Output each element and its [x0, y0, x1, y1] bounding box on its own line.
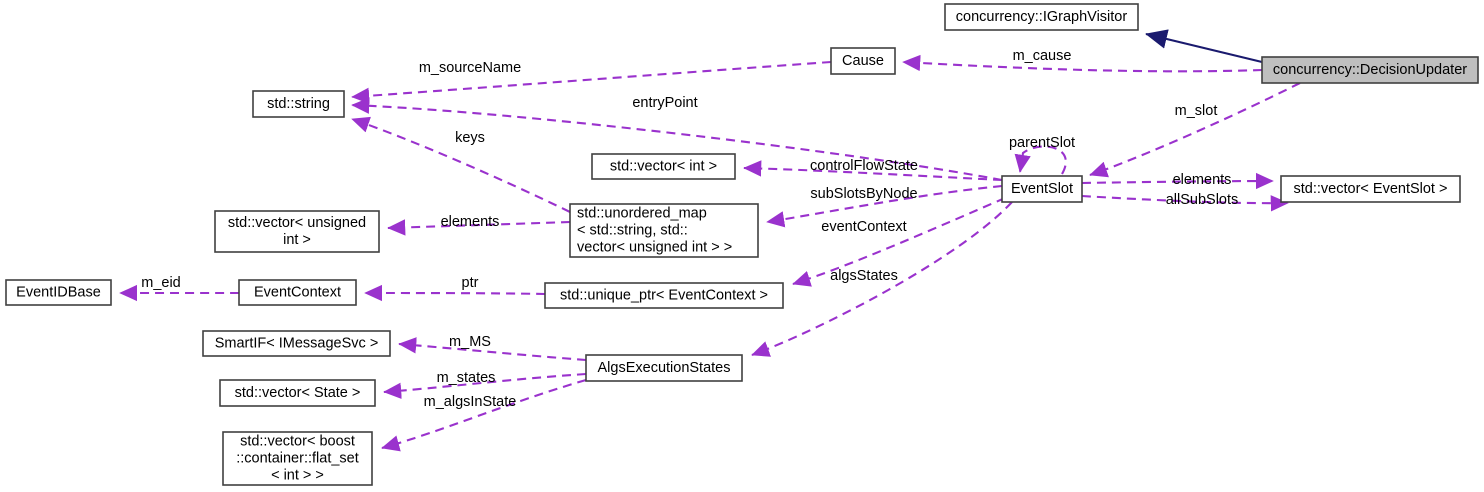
edge-label-entryPoint: entryPoint	[632, 95, 697, 111]
node-stdstring[interactable]: std::string	[252, 90, 345, 118]
node-label-decisionupdater: concurrency::DecisionUpdater	[1273, 62, 1467, 78]
edge-elements-eventslot	[1081, 172, 1274, 190]
node-box-stdstring	[252, 90, 345, 118]
edge-m-cause	[902, 54, 1263, 73]
node-vectorstate[interactable]: std::vector< State >	[219, 379, 376, 407]
node-box-unorderedmap	[569, 203, 759, 258]
node-label-eventcontext: EventContext	[254, 284, 341, 300]
edge-label-m_cause: m_cause	[1013, 48, 1072, 64]
node-box-uniqueptreventcontext	[544, 282, 784, 309]
node-uniqueptreventcontext[interactable]: std::unique_ptr< EventContext >	[544, 282, 784, 309]
edge-subslotsbynode	[766, 184, 1003, 228]
node-label-smartif: SmartIF< IMessageSvc >	[215, 335, 379, 351]
edge-entrypoint	[351, 97, 1003, 182]
node-box-smartif	[202, 330, 391, 357]
node-box-algsexecutionstates	[585, 354, 743, 382]
node-label-vectoreventslot: std::vector< EventSlot >	[1294, 181, 1448, 197]
edge-inheritance-decisionupdater-igraphvisitor	[1145, 29, 1263, 64]
node-label-igraphvisitor: concurrency::IGraphVisitor	[956, 9, 1128, 25]
edge-label-m_slot: m_slot	[1175, 103, 1218, 119]
node-label-unorderedmap: std::unordered_map	[577, 205, 707, 221]
edge-eventcontext	[792, 197, 1006, 287]
edge-label-controlFlowState: controlFlowState	[810, 158, 918, 174]
node-label-eventslot: EventSlot	[1011, 181, 1073, 197]
node-label-vectorboostflatset: std::vector< boost	[240, 433, 355, 449]
node-unorderedmap[interactable]: std::unordered_map< std::string, std::ve…	[569, 203, 759, 258]
edge-m-slot	[1089, 82, 1301, 178]
node-label-stdstring: std::string	[267, 96, 330, 112]
node-box-eventidbase	[5, 279, 112, 306]
node-label-vectorboostflatset: ::container::flat_set	[236, 450, 359, 466]
node-label-unorderedmap: vector< unsigned int > >	[577, 239, 732, 255]
edge-label-subSlotsByNode: subSlotsByNode	[810, 186, 917, 202]
node-label-vectorunsignedint: int >	[283, 232, 311, 248]
edge-allsubslots	[1081, 194, 1289, 212]
node-vectorint[interactable]: std::vector< int >	[591, 153, 736, 180]
edge-m-states	[383, 372, 587, 399]
node-label-cause: Cause	[842, 53, 884, 69]
node-algsexecutionstates[interactable]: AlgsExecutionStates	[585, 354, 743, 382]
edge-label-m_states: m_states	[437, 370, 496, 386]
edge-label-m_eid: m_eid	[141, 275, 181, 291]
edge-label-elements-unsignedint: elements	[441, 214, 500, 230]
node-box-vectoreventslot	[1280, 175, 1461, 203]
edge-labels-layer: m_cause m_sourceName entryPoint keys m_slotp…	[141, 48, 1238, 410]
edges-layer	[119, 29, 1301, 452]
nodes-layer: concurrency::IGraphVisitorconcurrency::D…	[5, 3, 1479, 486]
node-box-vectorint	[591, 153, 736, 180]
edge-controlflowstate	[743, 160, 1003, 182]
edge-label-eventContext: eventContext	[821, 219, 906, 235]
node-igraphvisitor[interactable]: concurrency::IGraphVisitor	[944, 3, 1139, 31]
node-label-vectorunsignedint: std::vector< unsigned	[228, 215, 366, 231]
edge-m-ms	[398, 337, 587, 362]
node-eventcontext[interactable]: EventContext	[238, 279, 357, 306]
node-label-eventidbase: EventIDBase	[16, 284, 101, 300]
edge-label-elements-eventslot: elements	[1173, 172, 1232, 188]
node-box-eventslot	[1001, 175, 1083, 203]
node-label-algsexecutionstates: AlgsExecutionStates	[598, 360, 731, 376]
node-box-eventcontext	[238, 279, 357, 306]
node-box-igraphvisitor	[944, 3, 1139, 31]
edge-label-m_sourceName: m_sourceName	[419, 60, 521, 76]
edge-label-ptr: ptr	[462, 275, 479, 291]
node-smartif[interactable]: SmartIF< IMessageSvc >	[202, 330, 391, 357]
node-box-cause	[830, 47, 896, 75]
edge-m-sourcename	[351, 60, 832, 104]
edge-keys	[351, 116, 571, 213]
node-label-uniqueptreventcontext: std::unique_ptr< EventContext >	[560, 287, 768, 303]
edge-elements-unsignedint	[387, 219, 571, 236]
edge-algsstates	[751, 201, 1013, 357]
node-box-vectorunsignedint	[214, 210, 380, 253]
node-vectoreventslot[interactable]: std::vector< EventSlot >	[1280, 175, 1461, 203]
edge-parentslot	[1014, 145, 1067, 175]
edge-label-m_algsInState: m_algsInState	[424, 394, 517, 410]
node-box-vectorstate	[219, 379, 376, 407]
edge-label-parentSlot: parentSlot	[1009, 135, 1075, 151]
node-eventidbase[interactable]: EventIDBase	[5, 279, 112, 306]
edge-m-algsinstate	[381, 378, 587, 452]
node-box-decisionupdater	[1261, 56, 1479, 84]
node-decisionupdater[interactable]: concurrency::DecisionUpdater	[1261, 56, 1479, 84]
edge-label-algsStates: algsStates	[830, 268, 898, 284]
edge-label-m_MS: m_MS	[449, 334, 491, 350]
node-label-vectorint: std::vector< int >	[610, 158, 717, 174]
node-vectorboostflatset[interactable]: std::vector< boost::container::flat_set<…	[222, 431, 373, 486]
node-label-unorderedmap: < std::string, std::	[577, 222, 688, 238]
edge-label-allSubSlots: allSubSlots	[1166, 192, 1239, 208]
node-label-vectorboostflatset: < int > >	[271, 467, 324, 483]
edge-ptr	[364, 284, 546, 302]
edge-label-keys: keys	[455, 130, 485, 146]
node-eventslot[interactable]: EventSlot	[1001, 175, 1083, 203]
node-box-vectorboostflatset	[222, 431, 373, 486]
node-label-vectorstate: std::vector< State >	[235, 385, 361, 401]
node-cause[interactable]: Cause	[830, 47, 896, 75]
